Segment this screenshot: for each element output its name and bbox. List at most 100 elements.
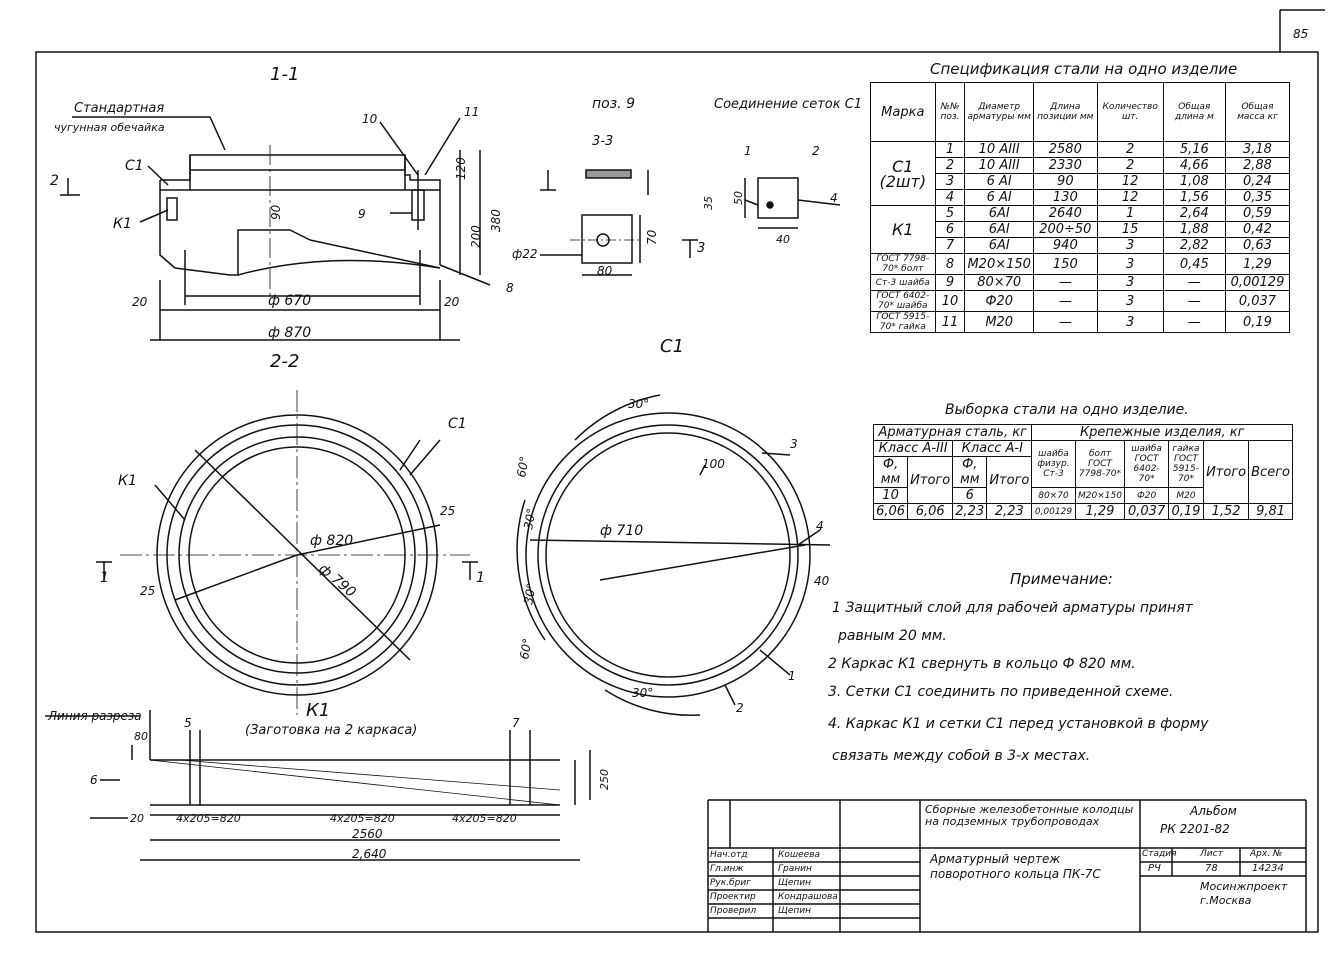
view-c1-title: C1 [660,336,684,357]
title-block-frame [707,799,1307,932]
table-cell: 3 [1096,253,1164,275]
sel-h-fasteners: Крепежные изделия, кг [1031,424,1293,441]
k1-callout-5: 5 [184,716,192,730]
spec-table: Марка №№ поз. Диаметр арматуры мм Длина … [870,82,1291,333]
table-row: Ст-3 шайба 9 80×70 — 3 — 0,00129 [870,274,1291,291]
sel-h-rebar: Арматурная сталь, кг [872,424,1033,441]
spec-h-qty: Количество шт. [1096,82,1164,142]
tb-name-3: Щепин [778,878,811,888]
table-row: Класс А-III Класс А-I шайба физур. Ст-3 … [872,440,1293,504]
table-cell: 12 [1096,173,1164,190]
spec-h-len: Длина позиции мм [1032,82,1098,142]
table-cell: 0,00129 [1031,503,1076,520]
table-cell: 2,88 [1224,157,1291,174]
dim-20b: 20 [444,295,460,309]
table-cell: 7 [934,237,966,254]
table-cell: 4 [934,189,966,206]
k1-dim-2640: 2,640 [352,847,387,861]
c1-callout-40: 40 [814,574,830,588]
dim-d820: ф 820 [310,533,353,549]
dim-380: 380 [489,209,503,232]
table-cell: 6 [952,487,988,504]
pos9-title: поз. 9 [592,96,635,112]
tb-sheet-h: Лист [1200,849,1223,859]
c1-callout-2: 2 [736,701,744,715]
connection-title: Соединение сеток С1 [714,97,862,112]
k1-frame-drawing [45,710,591,861]
table-cell: — [1032,290,1098,312]
table-cell: 10 [934,290,966,312]
k1-seg-1: 4x205=820 [176,812,241,825]
table-cell: 0,037 [1124,503,1169,520]
table-cell: 2,82 [1162,237,1226,254]
tb-title-2: Арматурный чертеж поворотного кольца ПК-… [930,852,1101,881]
sel-total-a3: Итого [907,456,954,504]
section-mark-3: 3 [697,241,705,256]
table-cell: 2 [934,157,966,174]
table-row: 3 6 АI 90 12 1,08 0,24 [871,173,1291,190]
tb-stage-h: Стадия [1142,849,1177,859]
table-cell: 80×70 [964,274,1034,291]
table-cell: — [1162,311,1226,333]
table-cell: М20×150 [1074,487,1126,504]
table-cell: 12 [1096,189,1164,206]
sel-total-f: Итого [1203,440,1250,504]
c1-label: С1 [125,158,144,174]
tb-name-1: Кошеева [778,850,821,860]
pos9-drawing [540,169,698,276]
table-cell: 6 АI [964,189,1034,206]
table-cell: 940 [1032,237,1098,254]
table-cell: 5 [934,205,966,222]
table-cell: — [1162,274,1226,291]
k1-ring-label: К1 [118,473,137,489]
table-cell: 4,66 [1162,157,1226,174]
callout-9: 9 [358,207,366,221]
conn-dim-35: 35 [702,196,715,210]
tb-arch-h: Арх. № [1250,849,1283,859]
table-cell: ГОСТ 5915-70* гайка [870,311,936,333]
connection-drawing [744,177,841,229]
table-cell: 1,52 [1203,503,1250,520]
table-cell: 0,59 [1224,205,1291,222]
table-row: Арматурная сталь, кг Крепежные изделия, … [872,424,1293,441]
table-cell: 2 [1096,141,1164,158]
note-line-5: 4. Каркас К1 и сетки С1 перед установкой… [828,716,1209,732]
spec-h-mass: Общая масса кг [1224,82,1291,142]
table-row: ГОСТ 7798-70* болт 8 М20×150 150 3 0,45 … [870,253,1291,275]
dim-120: 120 [454,157,468,180]
selection-title: Выборка стали на одно изделие. [945,402,1189,418]
table-cell: 6 АI [964,173,1034,190]
angle-30a: 30° [628,397,649,411]
section-mark-2: 2 [50,173,59,189]
table-cell: 150 [1032,253,1098,275]
spec-title: Спецификация стали на одно изделие [930,60,1238,78]
tb-org: Мосинжпроект г.Москва [1200,880,1288,907]
conn-dim-40: 40 [776,233,790,246]
spec-h-mark: Марка [870,82,936,142]
table-cell: 0,19 [1167,503,1205,520]
table-cell: 10 АIII [964,141,1034,158]
tb-role-2: Гл.инж [710,864,744,874]
table-cell: 200÷50 [1032,221,1098,238]
tb-name-5: Щепин [778,906,811,916]
conn-callout-2: 2 [812,144,820,158]
table-cell: 0,42 [1224,221,1291,238]
table-cell: 11 [934,311,966,333]
table-cell: 6,06 [872,503,909,520]
tb-role-1: Нач.отд [710,850,748,860]
angle-30c: 30° [521,507,538,530]
tb-name-2: Гранин [778,864,812,874]
table-cell: 0,037 [1224,290,1291,312]
spec-header-row: Марка №№ поз. Диаметр арматуры мм Длина … [870,82,1291,142]
c1-callout-3: 3 [790,437,798,451]
callout-11: 11 [464,105,479,119]
table-cell: 2580 [1032,141,1098,158]
table-cell: 0,63 [1224,237,1291,254]
tb-name-4: Кондрашова [778,892,838,902]
table-cell: 1,29 [1224,253,1291,275]
sel-diam-a3: Ф, мм [872,456,909,488]
table-row: С1 (2шт) 1 10 АIII 2580 2 5,16 3,18 [870,141,1291,206]
table-cell: — [1032,274,1098,291]
table-cell: 8 [934,253,966,275]
